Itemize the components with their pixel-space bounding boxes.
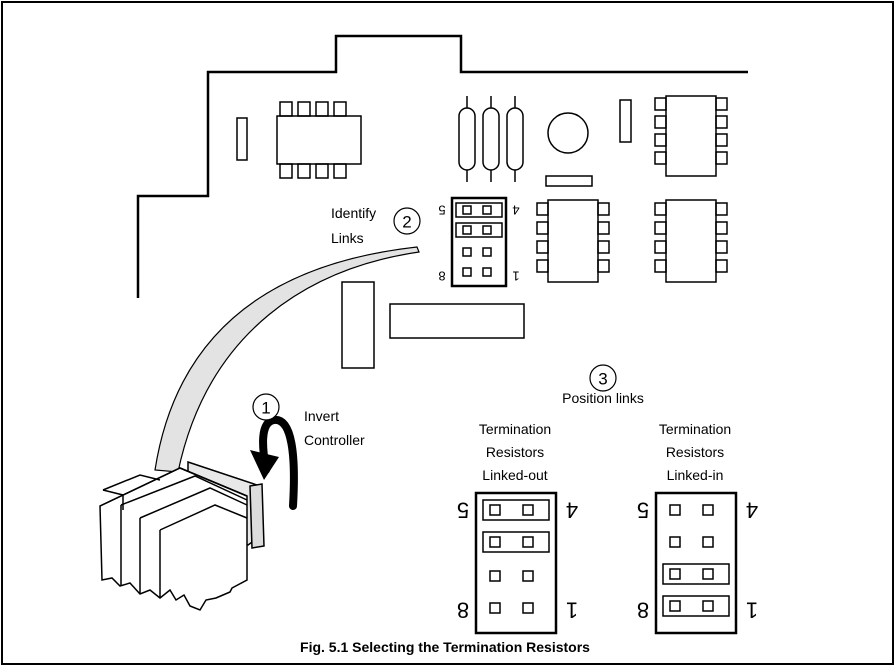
ribbon-cable bbox=[154, 246, 420, 473]
ic-chip-right-bottom bbox=[654, 199, 728, 283]
component-vertical-block bbox=[341, 281, 375, 369]
step-1-label-line-1: Invert bbox=[304, 408, 339, 424]
controller-units bbox=[99, 460, 265, 611]
option-out-label-line-3: Linked-out bbox=[482, 467, 547, 483]
option-in-pin-4: 4 bbox=[746, 498, 758, 523]
step-3-label: Position links bbox=[562, 390, 644, 406]
round-component bbox=[547, 112, 589, 154]
component-small-right bbox=[619, 99, 632, 143]
component-flat bbox=[545, 175, 593, 187]
invert-arrow-head bbox=[250, 450, 279, 480]
option-in-label-line-2: Resistors bbox=[666, 444, 724, 460]
option-out-pin-5: 5 bbox=[457, 498, 469, 523]
board-pin-5: 5 bbox=[438, 203, 445, 218]
step-1-number: 1 bbox=[261, 399, 270, 418]
component-small-left bbox=[236, 117, 248, 161]
resistors bbox=[458, 96, 524, 182]
option-out-label-line-1: Termination bbox=[479, 421, 551, 437]
option-out-pin-1: 1 bbox=[566, 598, 578, 623]
option-out-pin-4: 4 bbox=[566, 498, 578, 523]
link-header-linked-out bbox=[474, 491, 558, 635]
component-horizontal-block bbox=[389, 303, 525, 339]
option-in-pin-8: 8 bbox=[637, 598, 649, 623]
option-in-pin-1: 1 bbox=[746, 598, 758, 623]
step-1-circle bbox=[252, 393, 280, 421]
option-in-pin-5: 5 bbox=[637, 498, 649, 523]
figure-caption: Fig. 5.1 Selecting the Termination Resis… bbox=[300, 639, 590, 655]
step-1-label-line-2: Controller bbox=[304, 432, 365, 448]
board-pin-4: 4 bbox=[512, 203, 519, 218]
ic-chip-right-top bbox=[654, 95, 728, 177]
board-pin-1: 1 bbox=[512, 269, 519, 284]
link-header-linked-in bbox=[654, 491, 738, 635]
board-pin-8: 8 bbox=[438, 269, 445, 284]
step-2-circle bbox=[393, 207, 421, 235]
option-in-label-line-1: Termination bbox=[659, 421, 731, 437]
ic-chip-left bbox=[276, 101, 362, 179]
pcb-outline bbox=[136, 34, 748, 298]
step-2-label-line-1: Identify bbox=[331, 205, 376, 221]
step-3-number: 3 bbox=[598, 370, 607, 389]
board-link-header bbox=[450, 196, 508, 288]
option-in-label-line-3: Linked-in bbox=[667, 467, 724, 483]
step-3-circle bbox=[589, 364, 617, 392]
step-2-number: 2 bbox=[402, 213, 411, 232]
ic-chip-middle bbox=[536, 199, 610, 283]
option-out-pin-8: 8 bbox=[457, 598, 469, 623]
invert-arrow bbox=[259, 416, 298, 510]
step-2-label-line-2: Links bbox=[331, 230, 364, 246]
option-out-label-line-2: Resistors bbox=[486, 444, 544, 460]
